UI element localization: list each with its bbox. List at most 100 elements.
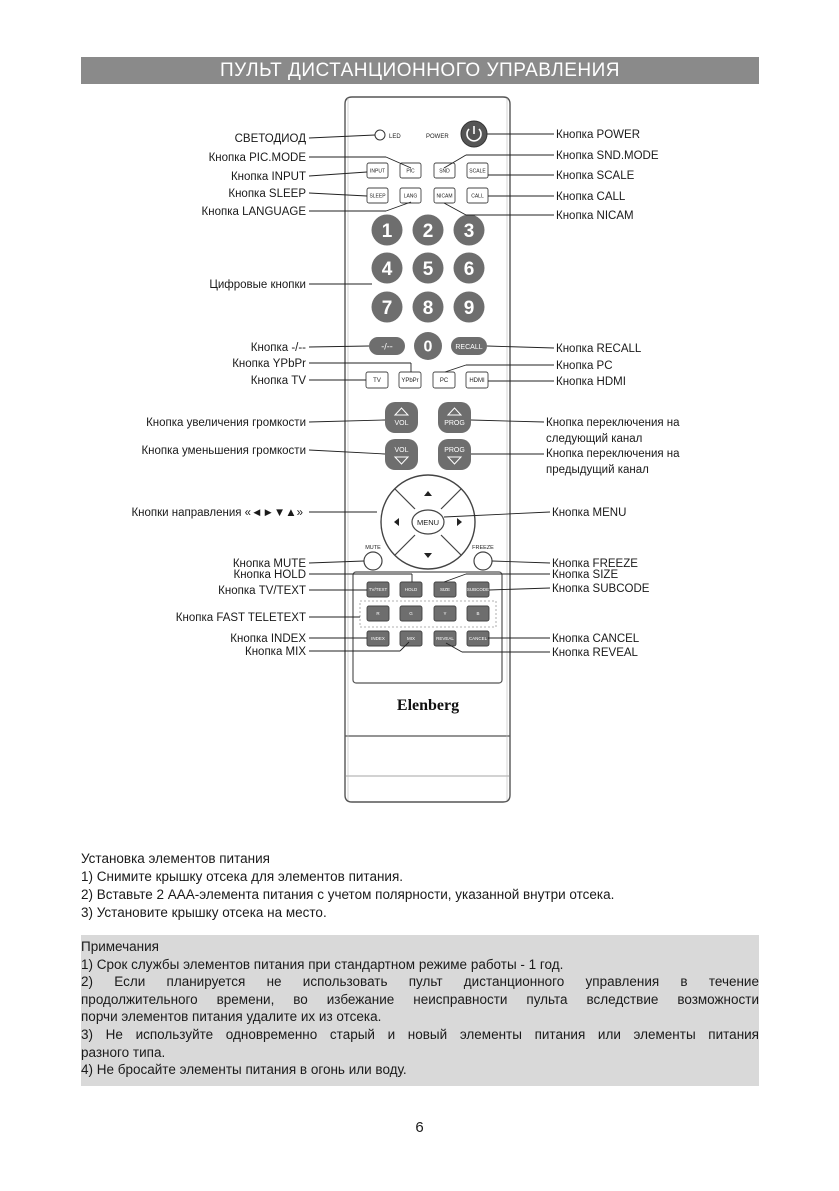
label-index: Кнопка INDEX <box>230 633 306 645</box>
hold-button[interactable]: HOLD <box>399 581 423 598</box>
zero-button[interactable]: 0 <box>414 332 442 360</box>
battery-instructions: Установка элементов питания 1) Снимите к… <box>81 850 759 922</box>
svg-text:PIC: PIC <box>406 168 415 174</box>
svg-text:SUBCODE: SUBCODE <box>467 587 489 592</box>
mix-button[interactable]: MIX <box>399 630 423 647</box>
digit-8-button[interactable]: 8 <box>412 291 444 323</box>
vol-down-button[interactable]: VOL <box>385 439 418 470</box>
led-indicator <box>374 129 386 141</box>
label-nicam: Кнопка NICAM <box>556 210 634 222</box>
label-dash: Кнопка -/-- <box>251 342 306 354</box>
b-button[interactable]: B <box>466 605 490 622</box>
label-ypbpr: Кнопка YPbPr <box>232 358 306 370</box>
svg-text:INPUT: INPUT <box>370 168 385 174</box>
prog-up-button[interactable]: PROG <box>438 402 471 433</box>
svg-text:2: 2 <box>423 221 434 242</box>
svg-text:PC: PC <box>440 378 449 384</box>
svg-text:0: 0 <box>424 339 433 356</box>
menu-button[interactable]: MENU <box>411 509 445 535</box>
digit-9-button[interactable]: 9 <box>453 291 485 323</box>
battery-title: Установка элементов питания <box>81 851 270 866</box>
freeze-button[interactable] <box>473 551 493 571</box>
digit-2-button[interactable]: 2 <box>412 214 444 246</box>
snd-button[interactable]: SND <box>433 162 456 179</box>
svg-text:REVEAL: REVEAL <box>436 636 454 641</box>
svg-text:Y: Y <box>443 611 446 616</box>
prog-down-button[interactable]: PROG <box>438 439 471 470</box>
digit-3-button[interactable]: 3 <box>453 214 485 246</box>
r-button[interactable]: R <box>366 605 390 622</box>
hdmi-button[interactable]: HDMI <box>465 371 489 389</box>
note-item: 1) Срок службы элементов питания при ста… <box>81 956 564 972</box>
scale-button[interactable]: SCALE <box>466 162 489 179</box>
note-item: порчи элементов питания удалите их из от… <box>81 1009 382 1025</box>
led-text: LED <box>389 134 401 140</box>
note-item: 4) Не бросайте элементы питания в огонь … <box>81 1062 407 1078</box>
down-arrow-icon <box>393 456 410 465</box>
svg-text:PROG: PROG <box>444 420 465 427</box>
y-button[interactable]: Y <box>433 605 457 622</box>
mute-text: MUTE <box>365 545 381 551</box>
right-labels: Кнопка POWER Кнопка SND.MODE Кнопка SCAL… <box>546 129 680 659</box>
ypbpr-button[interactable]: YPbPr <box>398 371 422 389</box>
notes-box: Примечания 1) Срок службы элементов пита… <box>81 935 759 1086</box>
note-item: 2) Если планируется не использовать пуль… <box>81 974 759 990</box>
tv-button[interactable]: TV <box>365 371 389 389</box>
power-button[interactable] <box>460 120 488 148</box>
reveal-button[interactable]: REVEAL <box>433 630 457 647</box>
digit-7-button[interactable]: 7 <box>371 291 403 323</box>
svg-text:5: 5 <box>423 259 434 280</box>
freeze-text: FREEZE <box>472 545 494 551</box>
source-buttons: TV YPbPr PC HDMI <box>365 371 489 389</box>
svg-text:4: 4 <box>382 259 393 280</box>
recall-button[interactable]: RECALL <box>451 337 487 355</box>
label-vol-up: Кнопка увеличения громкости <box>146 417 306 429</box>
pic-button[interactable]: PIC <box>399 162 422 179</box>
g-button[interactable]: G <box>399 605 423 622</box>
vol-up-button[interactable]: VOL <box>385 402 418 433</box>
label-subcode: Кнопка SUBCODE <box>552 583 650 595</box>
page-number: 6 <box>415 1119 424 1136</box>
mute-button[interactable] <box>363 551 383 571</box>
nicam-button[interactable]: NICAM <box>433 187 456 204</box>
lang-button[interactable]: LANG <box>399 187 422 204</box>
tv-text-button[interactable]: TV/TEXT <box>366 581 390 598</box>
subcode-button[interactable]: SUBCODE <box>466 581 490 598</box>
svg-text:9: 9 <box>464 298 475 319</box>
input-button[interactable]: INPUT <box>366 162 389 179</box>
digit-1-button[interactable]: 1 <box>371 214 403 246</box>
label-pic-mode: Кнопка PIC.MODE <box>209 152 307 164</box>
digit-6-button[interactable]: 6 <box>453 252 485 284</box>
label-hold: Кнопка HOLD <box>234 569 307 581</box>
page-title: ПУЛЬТ ДИСТАНЦИОННОГО УПРАВЛЕНИЯ <box>81 57 759 84</box>
digit-4-button[interactable]: 4 <box>371 252 403 284</box>
label-scale: Кнопка SCALE <box>556 170 635 182</box>
index-button[interactable]: INDEX <box>366 630 390 647</box>
label-pc: Кнопка PC <box>556 360 613 372</box>
label-input: Кнопка INPUT <box>231 171 306 183</box>
label-prog-down-1: Кнопка переключения на <box>546 448 680 460</box>
note-item: разного типа. <box>81 1044 166 1060</box>
label-menu: Кнопка MENU <box>552 507 626 519</box>
svg-text:G: G <box>409 611 413 616</box>
svg-text:NICAM: NICAM <box>436 193 452 199</box>
pc-button[interactable]: PC <box>432 371 456 389</box>
cancel-button[interactable]: CANCEL <box>466 630 490 647</box>
size-button[interactable]: SIZE <box>433 581 457 598</box>
svg-text:8: 8 <box>423 298 434 319</box>
svg-text:RECALL: RECALL <box>455 344 482 351</box>
digit-5-button[interactable]: 5 <box>412 252 444 284</box>
label-size: Кнопка SIZE <box>552 569 618 581</box>
label-direction: Кнопки направления «◄►▼▲» <box>131 507 303 519</box>
sleep-button[interactable]: SLEEP <box>366 187 389 204</box>
label-reveal: Кнопка REVEAL <box>552 647 639 659</box>
svg-text:MENU: MENU <box>417 518 439 527</box>
dash-button[interactable]: -/-- <box>369 337 405 355</box>
svg-text:B: B <box>476 611 479 616</box>
svg-text:SND: SND <box>439 168 450 174</box>
svg-text:R: R <box>376 611 380 616</box>
call-button[interactable]: CALL <box>466 187 489 204</box>
label-digits: Цифровые кнопки <box>209 279 306 291</box>
down-arrow-icon <box>424 553 432 558</box>
